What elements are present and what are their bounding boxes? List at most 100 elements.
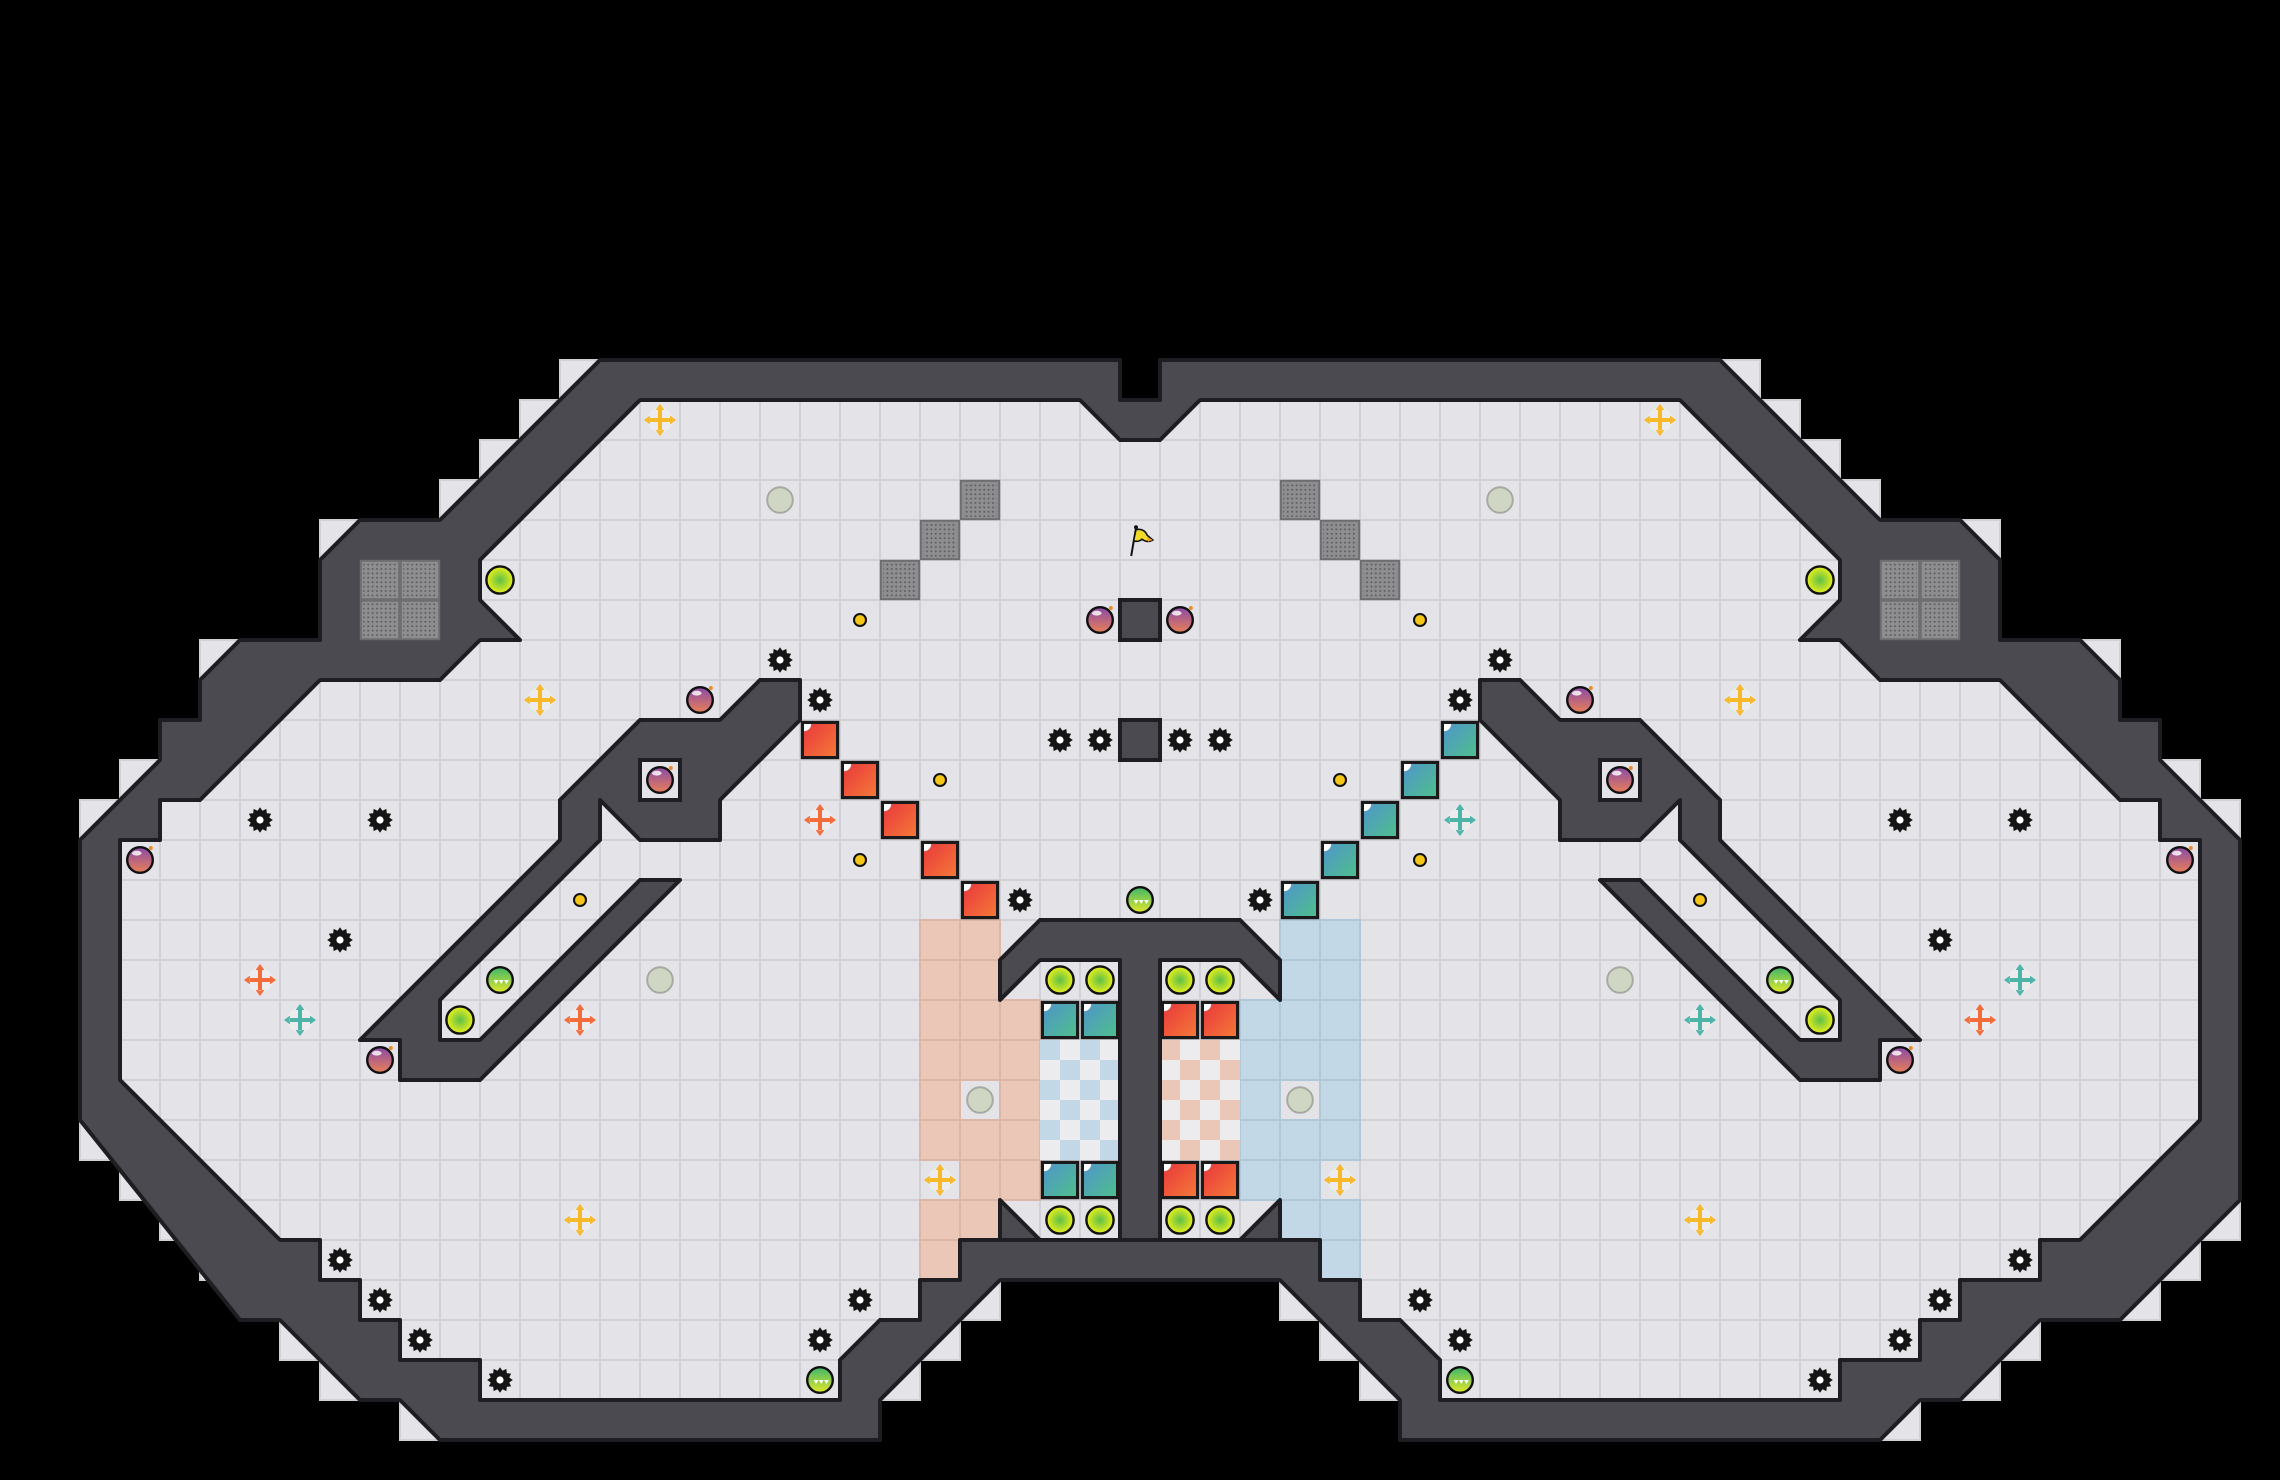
floor-tile [1039, 399, 1081, 441]
bomb-shine [1572, 690, 1582, 696]
floor-tile [799, 839, 841, 881]
floor-tile [1439, 1239, 1481, 1281]
blue-zone-tile [1279, 1119, 1321, 1161]
floor-tile [639, 519, 681, 561]
floor-tile [1999, 1159, 2041, 1201]
bomb-icon [1886, 1046, 1914, 1074]
floor-tile [1559, 999, 1601, 1041]
orb-body [1165, 965, 1195, 995]
floor-tile [1679, 679, 1721, 721]
boost-arrows-shape [1724, 684, 1756, 716]
floor-tile [999, 679, 1041, 721]
blue-zone-tile [1279, 999, 1321, 1041]
bomb-fuse [668, 766, 673, 770]
floor-tile [1439, 839, 1481, 881]
floor-tile [2119, 919, 2161, 961]
floor-tile [999, 479, 1041, 521]
floor-tile [2039, 1079, 2081, 1121]
bomb-shine [1092, 610, 1102, 616]
floor-tile [1679, 1239, 1721, 1281]
blue-zone-tile [1279, 1199, 1321, 1241]
floor-tile [1119, 839, 1161, 881]
floor-tile [1279, 839, 1321, 881]
floor-tile [879, 479, 921, 521]
floor-tile [1559, 1159, 1601, 1201]
floor-tile [1559, 599, 1601, 641]
red-boost-arrows-icon [1964, 1004, 1996, 1036]
floor-tile [999, 879, 1041, 921]
floor-tile [1559, 1319, 1601, 1361]
floor-tile [199, 1119, 241, 1161]
floor-tile [1199, 799, 1241, 841]
floor-tile [1559, 919, 1601, 961]
floor-tile [559, 559, 601, 601]
floor-tile [719, 919, 761, 961]
blue-boost-arrows-icon [1444, 804, 1476, 836]
floor-tile [1159, 559, 1201, 601]
floor-tile [1759, 719, 1801, 761]
spike-icon [407, 1327, 433, 1353]
floor-tile [679, 999, 721, 1041]
floor-tile [1639, 439, 1681, 481]
floor-tile [1599, 399, 1641, 441]
bomb-shine [132, 850, 142, 856]
floor-tile [1359, 719, 1401, 761]
floor-tile [1679, 1039, 1721, 1081]
blue-gate-checker-tile [1100, 1060, 1120, 1080]
red-boost-arrows-icon [804, 804, 836, 836]
floor-tile [759, 759, 801, 801]
floor-tile [919, 879, 961, 921]
blue-team-tile [1080, 1160, 1120, 1200]
floor-tile [1799, 839, 1841, 881]
floor-tile [1119, 479, 1161, 521]
floor-tile [1439, 399, 1481, 441]
floor-tile [639, 839, 681, 881]
yellow-orb-icon [1165, 1205, 1195, 1235]
red-zone-tile [959, 1199, 1001, 1241]
floor-tile [1519, 639, 1561, 681]
floor-tile [719, 1279, 761, 1321]
floor-tile [1319, 639, 1361, 681]
floor-tile [1479, 839, 1521, 881]
floor-tile [1759, 1239, 1801, 1281]
floor-tile [1519, 919, 1561, 961]
floor-tile [1839, 1119, 1881, 1161]
floor-tile [679, 1319, 721, 1361]
floor-tile [1439, 959, 1481, 1001]
floor-tile [1239, 559, 1281, 601]
floor-tile [839, 879, 881, 921]
spike-icon [1447, 1327, 1473, 1353]
yellow-boost-arrows-icon [1644, 404, 1676, 436]
spike-icon [1887, 1327, 1913, 1353]
boost-arrows-shape [1684, 1004, 1716, 1036]
floor-tile [1159, 679, 1201, 721]
floor-tile [1479, 959, 1521, 1001]
boost-orb-icon [806, 1366, 834, 1394]
floor-tile [1239, 639, 1281, 681]
floor-tile [1399, 919, 1441, 961]
orb-body [1165, 1205, 1195, 1235]
floor-tile [759, 1199, 801, 1241]
floor-tile [1679, 559, 1721, 601]
floor-tile [879, 919, 921, 961]
floor-tile [879, 1119, 921, 1161]
floor-tile [879, 519, 921, 561]
boost-arrows-shape [1964, 1004, 1996, 1036]
red-gate-checker-tile [1220, 1100, 1240, 1120]
floor-tile [439, 759, 481, 801]
floor-tile [519, 759, 561, 801]
floor-tile [879, 839, 921, 881]
floor-tile [1679, 1159, 1721, 1201]
floor-tile [1479, 1239, 1521, 1281]
yellow-boost-arrows-icon [564, 1204, 596, 1236]
floor-tile [1399, 479, 1441, 521]
yellow-orb-icon [1045, 965, 1075, 995]
floor-tile [1599, 1159, 1641, 1201]
floor-tile [959, 559, 1001, 601]
dot-icon [932, 772, 948, 788]
floor-tile [1479, 1119, 1521, 1161]
floor-tile [1719, 1039, 1761, 1081]
spike-hole [1056, 736, 1064, 744]
floor-tile [559, 639, 601, 681]
blue-zone-tile [1239, 1079, 1281, 1121]
